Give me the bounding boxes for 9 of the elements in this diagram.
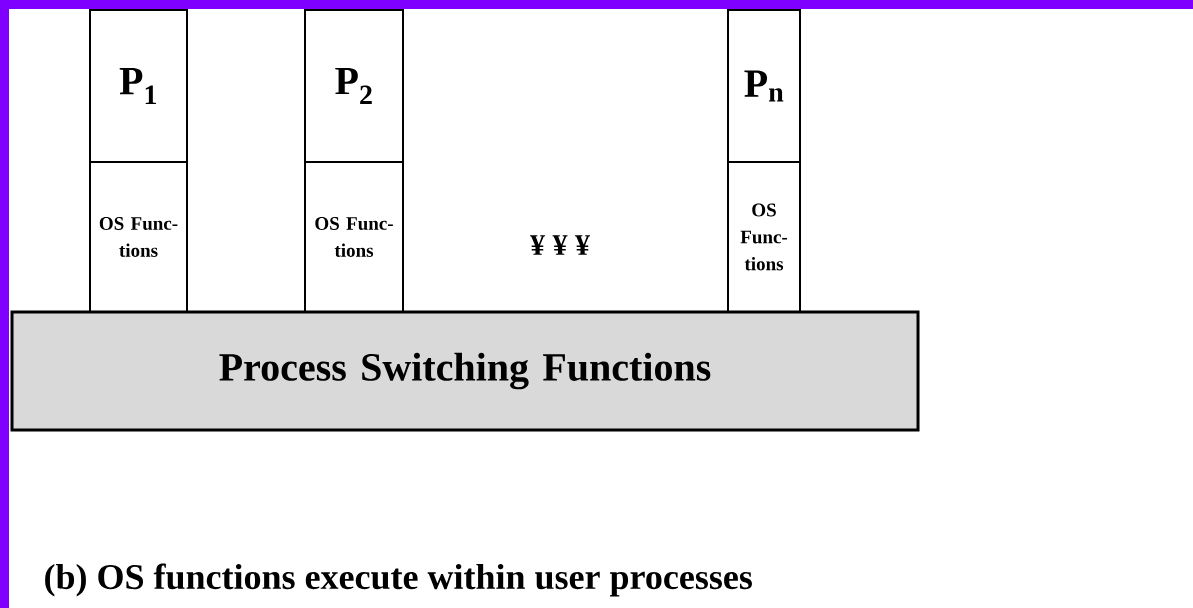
process-switching-band: Process Switching Functions bbox=[10, 310, 920, 432]
ellipsis-label: ¥ ¥ ¥ bbox=[530, 235, 590, 255]
os-functions-box: OS Func- tions bbox=[89, 161, 188, 313]
process-box: P$_{1}$ bbox=[89, 9, 188, 163]
process-box: P$_{2}$ bbox=[304, 9, 404, 163]
os-functions-box: OS Func- tions bbox=[727, 161, 801, 313]
os-functions-box: OS Func- tions bbox=[304, 161, 404, 313]
caption: (b) OS functions execute within user processes bbox=[45, 563, 752, 597]
process-box: P$_{n}$ bbox=[727, 9, 801, 163]
